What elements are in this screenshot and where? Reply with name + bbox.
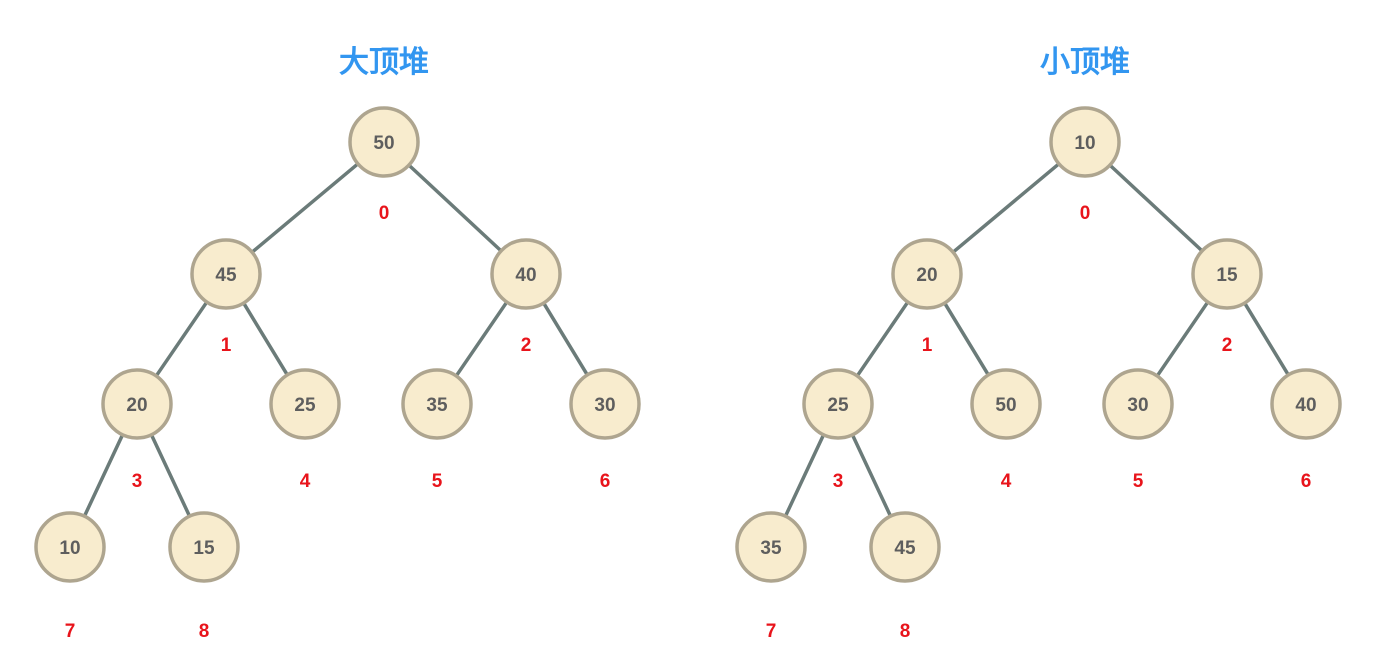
max-heap-edge-3-7 <box>82 433 125 518</box>
min-heap-node-8: 45 8 <box>869 511 941 642</box>
node-value: 20 <box>916 265 937 286</box>
max-heap-edge-2-6 <box>541 301 590 377</box>
node-value: 20 <box>126 395 147 416</box>
max-heap-edge-0-2 <box>407 163 503 253</box>
node-index-label: 8 <box>199 621 210 642</box>
node-value: 35 <box>426 395 448 416</box>
min-heap-node-0: 10 0 <box>1049 106 1121 224</box>
node-value: 30 <box>594 395 615 416</box>
min-heap-edge-2-6 <box>1242 301 1291 377</box>
node-value: 35 <box>760 538 782 559</box>
node-index-label: 5 <box>432 471 443 492</box>
node-index-label: 2 <box>521 335 532 356</box>
min-heap-node-5: 30 5 <box>1102 368 1174 492</box>
min-heap-edges <box>783 162 1291 518</box>
node-circle <box>190 238 262 310</box>
node-value: 50 <box>373 133 394 154</box>
node-value: 45 <box>215 265 237 286</box>
max-heap-node-8: 15 8 <box>168 511 240 642</box>
node-index-label: 1 <box>922 335 933 356</box>
node-circle <box>401 368 473 440</box>
max-heap-edge-2-5 <box>454 300 509 378</box>
node-index-label: 0 <box>1080 203 1091 224</box>
node-index-label: 1 <box>221 335 232 356</box>
node-value: 30 <box>1127 395 1148 416</box>
min-heap-edge-2-5 <box>1155 300 1210 378</box>
node-index-label: 4 <box>300 471 311 492</box>
node-value: 45 <box>894 538 916 559</box>
node-index-label: 6 <box>1301 471 1312 492</box>
node-index-label: 7 <box>65 621 76 642</box>
min-heap-edge-1-4 <box>942 301 991 377</box>
node-circle <box>490 238 562 310</box>
max-heap-edge-1-4 <box>241 301 290 377</box>
node-index-label: 6 <box>600 471 611 492</box>
max-heap-node-7: 10 7 <box>34 511 106 642</box>
max-heap-edge-1-3 <box>154 300 209 378</box>
node-circle <box>1102 368 1174 440</box>
max-heap-node-4: 25 4 <box>269 368 341 492</box>
max-heap-edge-3-8 <box>149 433 192 518</box>
max-heap-node-2: 40 2 <box>490 238 562 356</box>
node-value: 50 <box>995 395 1016 416</box>
max-heap-node-6: 30 6 <box>569 368 641 492</box>
max-heap-nodes: 50 0 45 1 40 2 20 3 25 4 35 5 30 6 10 7 15 8 <box>34 106 641 642</box>
node-value: 10 <box>1074 133 1095 154</box>
node-circle <box>1049 106 1121 178</box>
node-index-label: 0 <box>379 203 390 224</box>
node-index-label: 3 <box>132 471 143 492</box>
node-value: 25 <box>827 395 849 416</box>
min-heap-edge-3-8 <box>850 433 893 518</box>
node-index-label: 8 <box>900 621 911 642</box>
max-heap-edges <box>82 162 590 518</box>
node-index-label: 3 <box>833 471 844 492</box>
node-circle <box>891 238 963 310</box>
node-circle <box>970 368 1042 440</box>
node-value: 40 <box>1295 395 1316 416</box>
max-heap-node-5: 35 5 <box>401 368 473 492</box>
node-value: 15 <box>1216 265 1238 286</box>
node-circle <box>34 511 106 583</box>
max-heap-node-3: 20 3 <box>101 368 173 492</box>
max-heap-tree: 大顶堆 50 0 45 1 40 2 20 3 25 4 35 5 30 6 10 7 15 8 <box>34 45 641 642</box>
node-index-label: 5 <box>1133 471 1144 492</box>
min-heap-edge-0-2 <box>1108 163 1204 253</box>
min-heap-node-2: 15 2 <box>1191 238 1263 356</box>
min-heap-edge-0-1 <box>951 162 1061 254</box>
min-heap-nodes: 10 0 20 1 15 2 25 3 50 4 30 5 40 6 35 7 45 8 <box>735 106 1342 642</box>
node-circle <box>869 511 941 583</box>
min-heap-node-6: 40 6 <box>1270 368 1342 492</box>
max-heap-edge-0-1 <box>250 162 360 254</box>
node-value: 15 <box>193 538 215 559</box>
min-heap-edge-1-3 <box>855 300 910 378</box>
min-heap-node-1: 20 1 <box>891 238 963 356</box>
node-index-label: 7 <box>766 621 777 642</box>
min-heap-tree: 小顶堆 10 0 20 1 15 2 25 3 50 4 30 5 40 6 35 7 45 8 <box>735 45 1342 642</box>
node-value: 40 <box>515 265 536 286</box>
min-heap-edge-3-7 <box>783 433 826 518</box>
node-circle <box>348 106 420 178</box>
node-circle <box>735 511 807 583</box>
node-circle <box>1270 368 1342 440</box>
node-circle <box>269 368 341 440</box>
node-value: 25 <box>294 395 316 416</box>
max-heap-node-1: 45 1 <box>190 238 262 356</box>
node-index-label: 4 <box>1001 471 1012 492</box>
node-circle <box>569 368 641 440</box>
min-heap-node-7: 35 7 <box>735 511 807 642</box>
min-heap-node-3: 25 3 <box>802 368 874 492</box>
node-circle <box>802 368 874 440</box>
node-circle <box>1191 238 1263 310</box>
max-heap-node-0: 50 0 <box>348 106 420 224</box>
node-circle <box>101 368 173 440</box>
min-heap-title: 小顶堆 <box>1040 45 1130 80</box>
max-heap-title: 大顶堆 <box>339 45 429 80</box>
node-index-label: 2 <box>1222 335 1233 356</box>
min-heap-node-4: 50 4 <box>970 368 1042 492</box>
node-circle <box>168 511 240 583</box>
node-value: 10 <box>59 538 80 559</box>
